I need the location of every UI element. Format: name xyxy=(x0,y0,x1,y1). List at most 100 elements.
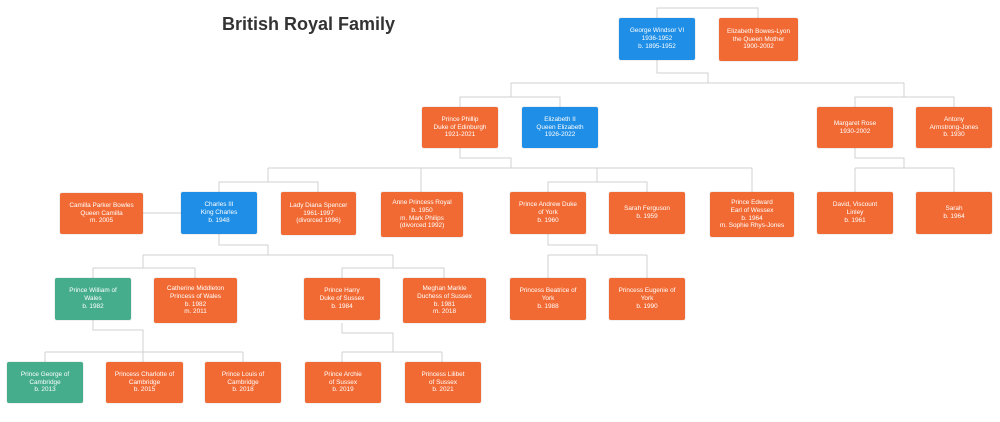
person-line: b. 1982 xyxy=(184,300,207,308)
person-line: Prince Andrew Duke xyxy=(519,201,577,209)
person-line: 1926-2022 xyxy=(544,131,576,139)
connector xyxy=(218,181,319,192)
person-line: 1921-2021 xyxy=(444,131,476,139)
person-line: b. 2021 xyxy=(432,386,454,394)
person-line: 1900-2002 xyxy=(743,43,774,51)
person-line: b. 1960 xyxy=(537,216,559,224)
person-line: b. 1964 xyxy=(943,213,965,220)
connector xyxy=(459,148,512,168)
person-line: Duke of Edinburgh xyxy=(433,123,487,131)
person-line: York xyxy=(541,295,555,303)
person-line: b. 1984 xyxy=(331,302,353,310)
person-line: 1930-2002 xyxy=(839,127,871,135)
person-line: Linley xyxy=(846,209,864,217)
person-line: of Sussex xyxy=(428,378,458,386)
connector xyxy=(547,181,648,192)
person-line: Elizabeth Bowes-Lyon xyxy=(727,27,790,35)
connector xyxy=(341,323,394,340)
person-line: Earl of Wessex xyxy=(730,206,774,214)
connector xyxy=(92,320,144,340)
person-line: b. 1981 xyxy=(433,300,456,308)
person-line: Duke of Sussex xyxy=(319,295,365,303)
person-line: Cambridge xyxy=(29,378,61,386)
person-line: Lady Diana Spencer xyxy=(289,201,348,209)
person-line: Wales xyxy=(84,295,102,303)
person-line: Camilla Parker Bowles xyxy=(69,201,134,209)
person-line: Armstrong-Jones xyxy=(929,123,979,131)
person-line: Margaret Rose xyxy=(833,119,877,127)
connector xyxy=(854,96,955,107)
connector xyxy=(656,7,759,18)
person-line: Prince Archie xyxy=(324,370,362,378)
person-line: Charles III xyxy=(204,201,234,209)
person-line: 1961-1997 xyxy=(303,209,334,217)
connector xyxy=(547,234,598,255)
person-line: Meghan Markle xyxy=(422,285,467,293)
person-line: Queen Elizabeth xyxy=(536,123,584,131)
person-line: Prince Louis of xyxy=(221,370,265,378)
person-line: Queen Camilla xyxy=(80,209,123,217)
person-line: b. 2015 xyxy=(133,386,156,394)
connector xyxy=(92,267,196,278)
person-line: Prince George of xyxy=(20,370,70,378)
person-line: Prince William of xyxy=(69,287,117,295)
person-line: Antony xyxy=(944,115,964,123)
person-line: b. 1959 xyxy=(636,213,658,220)
person-line: Princess Beatrice of xyxy=(519,287,577,295)
person-line: Catherine Middleton xyxy=(166,285,225,293)
person-line: Sarah xyxy=(945,205,963,213)
connector xyxy=(341,267,445,278)
person-line: m. 2018 xyxy=(432,308,457,316)
person-line: m. 2011 xyxy=(184,308,207,316)
person-line: Princess of Wales xyxy=(170,292,221,300)
person-line: b. 2013 xyxy=(34,386,56,394)
person-line: m. Sophie Rhys-Jones xyxy=(719,222,785,230)
person-line: the Queen Mother xyxy=(732,35,785,43)
person-line: (divorced 1992) xyxy=(399,222,445,230)
connector xyxy=(854,148,905,168)
person-line: b. 1948 xyxy=(208,216,230,224)
person-line: (divorced 1996) xyxy=(296,217,341,225)
person-line: Duchess of Sussex xyxy=(417,292,472,300)
person-line: of York xyxy=(538,209,558,217)
connector xyxy=(656,60,709,83)
person-line: b. 1988 xyxy=(537,302,559,310)
person-line: b. 2018 xyxy=(232,386,254,394)
person-line: b. 1961 xyxy=(844,216,866,224)
person-line: Prince Harry xyxy=(324,287,360,295)
person-line: 1936-1952 xyxy=(641,35,673,43)
person-line: George Windsor VI xyxy=(629,27,685,35)
person-line: b. 1964 xyxy=(741,214,763,222)
person-line: b. 1930 xyxy=(943,131,965,139)
person-line: m. 2005 xyxy=(89,217,114,225)
person-line: b. 1990 xyxy=(636,302,658,310)
person-line: b. 1982 xyxy=(82,302,104,310)
person-line: Cambridge xyxy=(128,378,161,386)
